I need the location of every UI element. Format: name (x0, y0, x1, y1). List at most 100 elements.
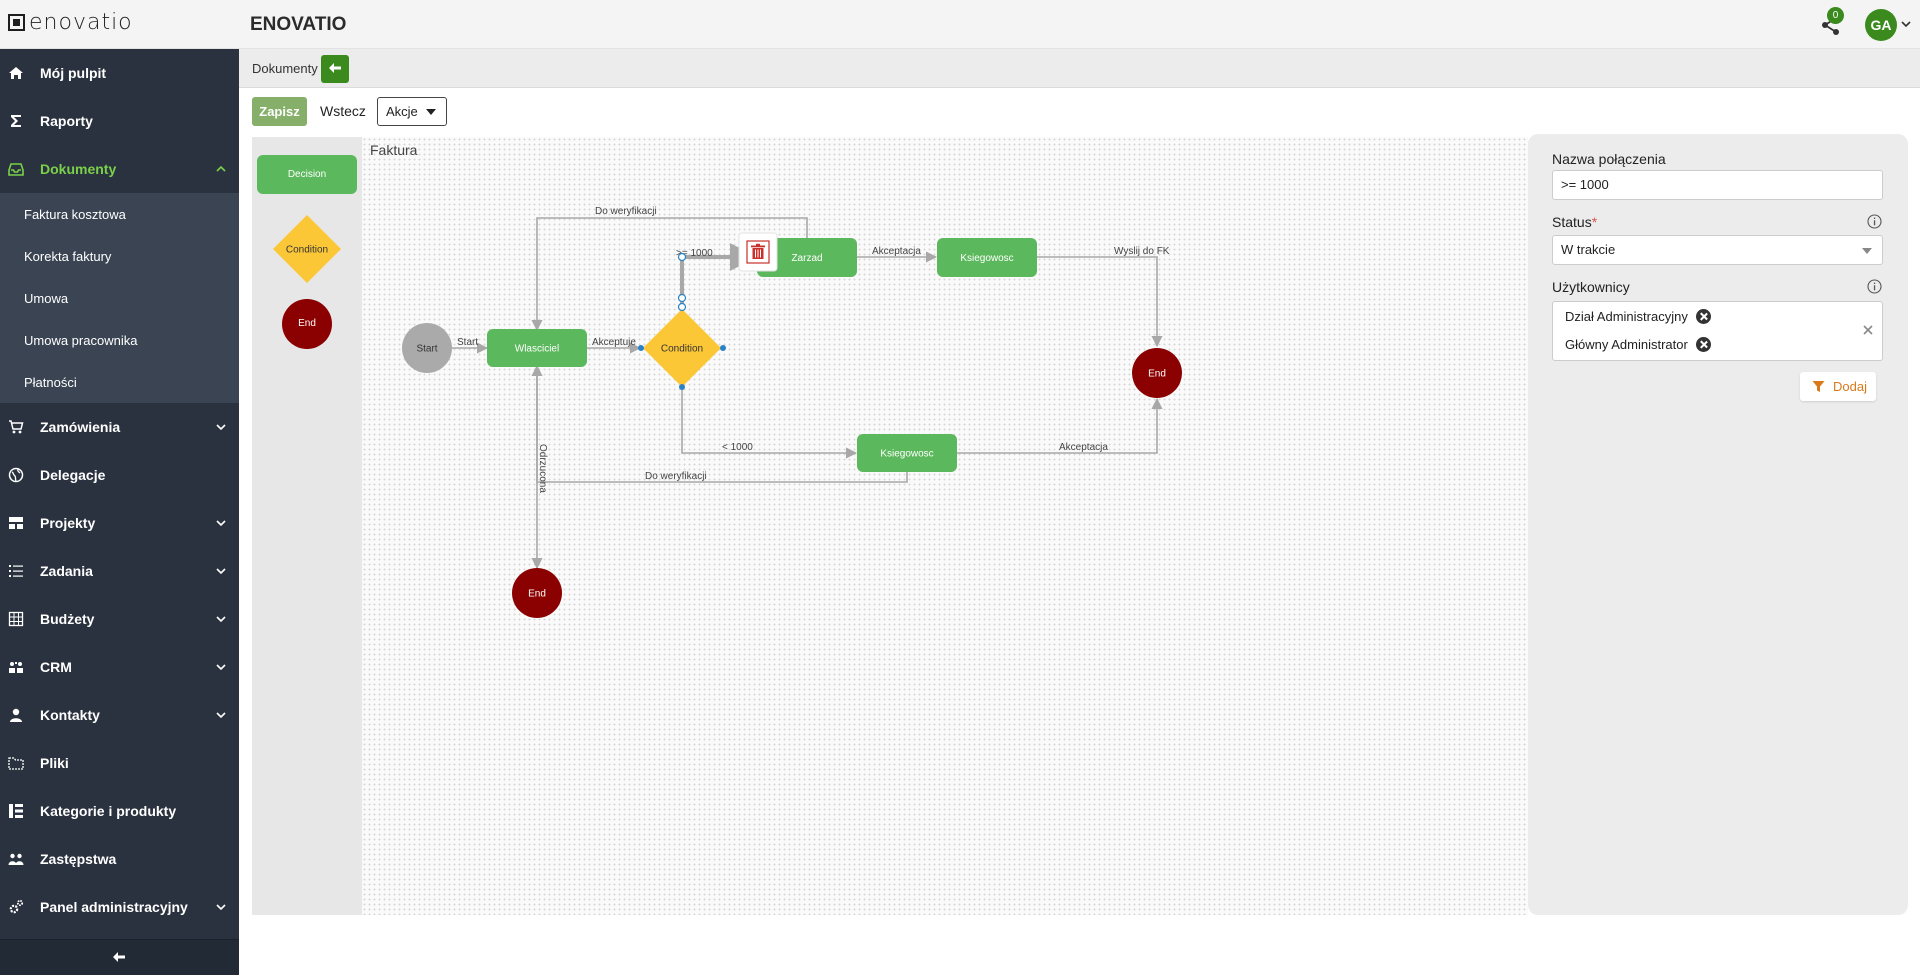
node-start-label: Start (416, 344, 437, 355)
workflow-canvas[interactable]: Faktura (362, 137, 1528, 915)
edge-label-lt1000: < 1000 (722, 442, 753, 453)
edge-do-weryfikacji-top[interactable] (531, 217, 808, 332)
sidebar-item-zastepstwa[interactable]: Zastępstwa (0, 835, 239, 883)
filter-icon (1812, 381, 1825, 392)
sidebar-item-label: Projekty (40, 515, 96, 531)
sidebar-item-zamowienia[interactable]: Zamówienia (0, 403, 239, 451)
breadcrumb-label[interactable]: Dokumenty (252, 61, 318, 76)
node-end-right[interactable]: End (1132, 348, 1182, 398)
user-tag-label: Dział Administracyjny (1565, 309, 1688, 324)
edge-label-start: Start (457, 337, 478, 348)
sidebar-item-panel-administracyjny[interactable]: Panel administracyjny (0, 883, 239, 931)
sidebar-sub-item-umowa-pracownika[interactable]: Umowa pracownika (24, 332, 138, 348)
edge-lt1000[interactable] (681, 387, 858, 459)
edge-do-weryfikacji-bottom[interactable] (531, 364, 908, 483)
back-button[interactable]: Wstecz (320, 103, 366, 119)
arrow-left-icon (329, 63, 341, 73)
clear-icon[interactable] (1862, 324, 1874, 336)
required-marker: * (1591, 214, 1598, 230)
palette-end[interactable]: End (282, 299, 332, 349)
top-bar: enovatio ENOVATIO 0 GA (0, 0, 1920, 49)
remove-user-icon[interactable] (1695, 309, 1711, 324)
edge-wyslij-fk[interactable] (1037, 256, 1163, 348)
chevron-down-icon[interactable] (1900, 18, 1912, 30)
sidebar-item-label: Delegacje (40, 467, 106, 483)
avatar[interactable]: GA (1865, 9, 1897, 41)
sidebar-item-pliki[interactable]: Pliki (0, 739, 239, 787)
chevron-up-icon (216, 165, 226, 172)
add-user-label: Dodaj (1833, 379, 1867, 394)
folder-icon (8, 757, 24, 770)
add-user-button[interactable]: Dodaj (1800, 372, 1876, 401)
node-start[interactable]: Start (402, 323, 452, 373)
palette-condition[interactable]: Condition (273, 215, 341, 283)
edge-akceptacja-bottom[interactable] (957, 397, 1163, 454)
sidebar-item-moj-pulpit[interactable]: Mój pulpit (0, 49, 239, 97)
sidebar-item-label: Zadania (40, 563, 93, 579)
sidebar-item-label: Pliki (40, 755, 69, 771)
status-select[interactable]: W trakcie (1552, 235, 1883, 265)
sidebar-sub-item-umowa[interactable]: Umowa (24, 290, 69, 306)
caret-down-icon (426, 109, 436, 115)
chevron-down-icon (216, 424, 226, 431)
status-label: Status* (1552, 214, 1598, 230)
sidebar-sub-item-korekta-faktury[interactable]: Korekta faktury (24, 248, 112, 264)
app-logo[interactable]: enovatio (8, 10, 133, 35)
node-condition[interactable]: Condition (643, 309, 721, 387)
sidebar-sub-item-platnosci[interactable]: Płatności (24, 374, 77, 390)
breadcrumb-back-button[interactable] (321, 55, 349, 83)
users-label: Użytkownicy (1552, 279, 1630, 295)
sidebar-item-budzety[interactable]: Budżety (0, 595, 239, 643)
actions-dropdown[interactable]: Akcje (377, 97, 447, 126)
category-icon (9, 804, 23, 818)
connection-name-input[interactable]: >= 1000 (1552, 170, 1883, 200)
delete-edge-button[interactable] (738, 232, 778, 272)
edge-selection-handles[interactable] (638, 252, 726, 391)
node-ksiegowosc-top[interactable]: Ksiegowosc (937, 238, 1037, 277)
sidebar-item-label: Kategorie i produkty (40, 803, 177, 819)
edge-label-do-weryfikacji-bottom: Do weryfikacji (645, 471, 707, 482)
sidebar-item-label: Budżety (40, 611, 95, 627)
sigma-icon (11, 115, 21, 127)
sidebar-collapse-button[interactable] (0, 939, 239, 975)
edge-label-odrzucona: Odrzucona (537, 444, 548, 493)
caret-down-icon (1862, 248, 1872, 254)
sidebar-item-label: CRM (40, 659, 72, 675)
node-zarzad[interactable]: Zarzad (757, 238, 857, 277)
palette-decision[interactable]: Decision (257, 155, 357, 194)
globe-icon (8, 467, 24, 483)
sidebar-item-label: Panel administracyjny (40, 899, 188, 915)
info-icon[interactable] (1867, 214, 1882, 229)
sidebar-item-raporty[interactable]: Raporty (0, 97, 239, 145)
sidebar-sub-item-faktura-kosztowa[interactable]: Faktura kosztowa (24, 206, 126, 222)
edge-label-do-weryfikacji-top: Do weryfikacji (595, 206, 657, 217)
arrow-left-icon (113, 952, 125, 962)
sidebar-item-projekty[interactable]: Projekty (0, 499, 239, 547)
sidebar-item-kategorie[interactable]: Kategorie i produkty (0, 787, 239, 835)
chevron-down-icon (216, 904, 226, 911)
info-icon[interactable] (1867, 279, 1882, 294)
users-multiselect[interactable]: Dział Administracyjny Główny Administrat… (1552, 301, 1883, 361)
save-button[interactable]: Zapisz (252, 97, 307, 126)
logo-text: enovatio (29, 10, 133, 35)
remove-user-icon[interactable] (1695, 337, 1711, 352)
actions-dropdown-label: Akcje (386, 104, 418, 119)
node-ksiegowosc-bottom-label: Ksiegowosc (880, 449, 933, 460)
trash-icon (751, 243, 765, 259)
sidebar-item-zadania[interactable]: Zadania (0, 547, 239, 595)
user-tag: Dział Administracyjny (1565, 309, 1711, 324)
sidebar-item-crm[interactable]: CRM (0, 643, 239, 691)
people-icon (8, 853, 24, 865)
user-tag: Główny Administrator (1565, 337, 1711, 352)
breadcrumb: Dokumenty (239, 49, 1920, 88)
sidebar-item-dokumenty[interactable]: Dokumenty (0, 145, 239, 193)
canvas-title: Faktura (370, 142, 418, 158)
node-end-bottom[interactable]: End (512, 568, 562, 618)
home-icon (9, 67, 23, 79)
sidebar-item-kontakty[interactable]: Kontakty (0, 691, 239, 739)
app-title: ENOVATIO (250, 14, 347, 35)
sidebar-item-delegacje[interactable]: Delegacje (0, 451, 239, 499)
edge-label-akceptuje: Akceptuje (592, 337, 636, 348)
node-wlasciciel[interactable]: Wlasciciel (487, 329, 587, 367)
node-ksiegowosc-bottom[interactable]: Ksiegowosc (857, 434, 957, 472)
